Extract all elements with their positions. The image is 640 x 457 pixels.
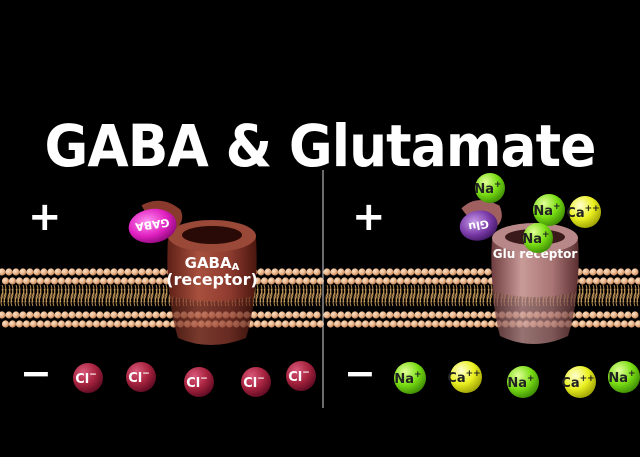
glu-ligand: Glu [459, 200, 502, 241]
right-intracellular-charge: − [344, 351, 376, 395]
glu-ligand-label: Glu [467, 217, 490, 233]
left-intracellular-charge: − [20, 351, 52, 395]
right-extracellular-charge: + [352, 194, 386, 240]
calcium-ion-intracellular: Ca++ [447, 361, 482, 393]
chloride-ion: Cl− [241, 367, 271, 397]
glu-receptor [491, 223, 579, 344]
ion-layer: Cl−Cl−Cl−Cl−Cl−Na+Na+Ca++Na+Na+Ca++Na+Ca… [73, 173, 640, 398]
gaba-ligand: GABA [128, 200, 183, 244]
calcium-ion-extracellular: Ca++ [566, 196, 601, 228]
chloride-ion: Cl− [286, 361, 316, 391]
sodium-ion-intracellular: Na+ [394, 362, 426, 394]
chloride-ion: Cl− [184, 367, 214, 397]
chloride-ion: Cl− [126, 362, 156, 392]
lipid-bilayer-left [0, 268, 325, 328]
gaba-receptor-paren-label: (receptor) [166, 270, 258, 289]
lipid-bilayer-right [323, 268, 640, 328]
sodium-ion-intracellular: Na+ [507, 366, 539, 398]
gaba-receptor-label: GABAA [185, 254, 240, 273]
sodium-ion-extracellular: Na+ [533, 194, 565, 226]
sodium-ion-extracellular: Na+ [474, 173, 505, 203]
sodium-ion-intracellular: Na+ [608, 361, 640, 393]
gaba-a-receptor [167, 220, 257, 345]
sodium-ion-entering-channel: Na+ [522, 223, 553, 253]
diagram-title: GABA & Glutamate [44, 112, 597, 180]
glu-receptor-label: Glu receptor [493, 247, 578, 261]
chloride-ion: Cl− [73, 363, 103, 393]
calcium-ion-intracellular: Ca++ [561, 366, 596, 398]
left-extracellular-charge: + [28, 194, 62, 240]
gaba-ligand-label: GABA [134, 216, 170, 234]
